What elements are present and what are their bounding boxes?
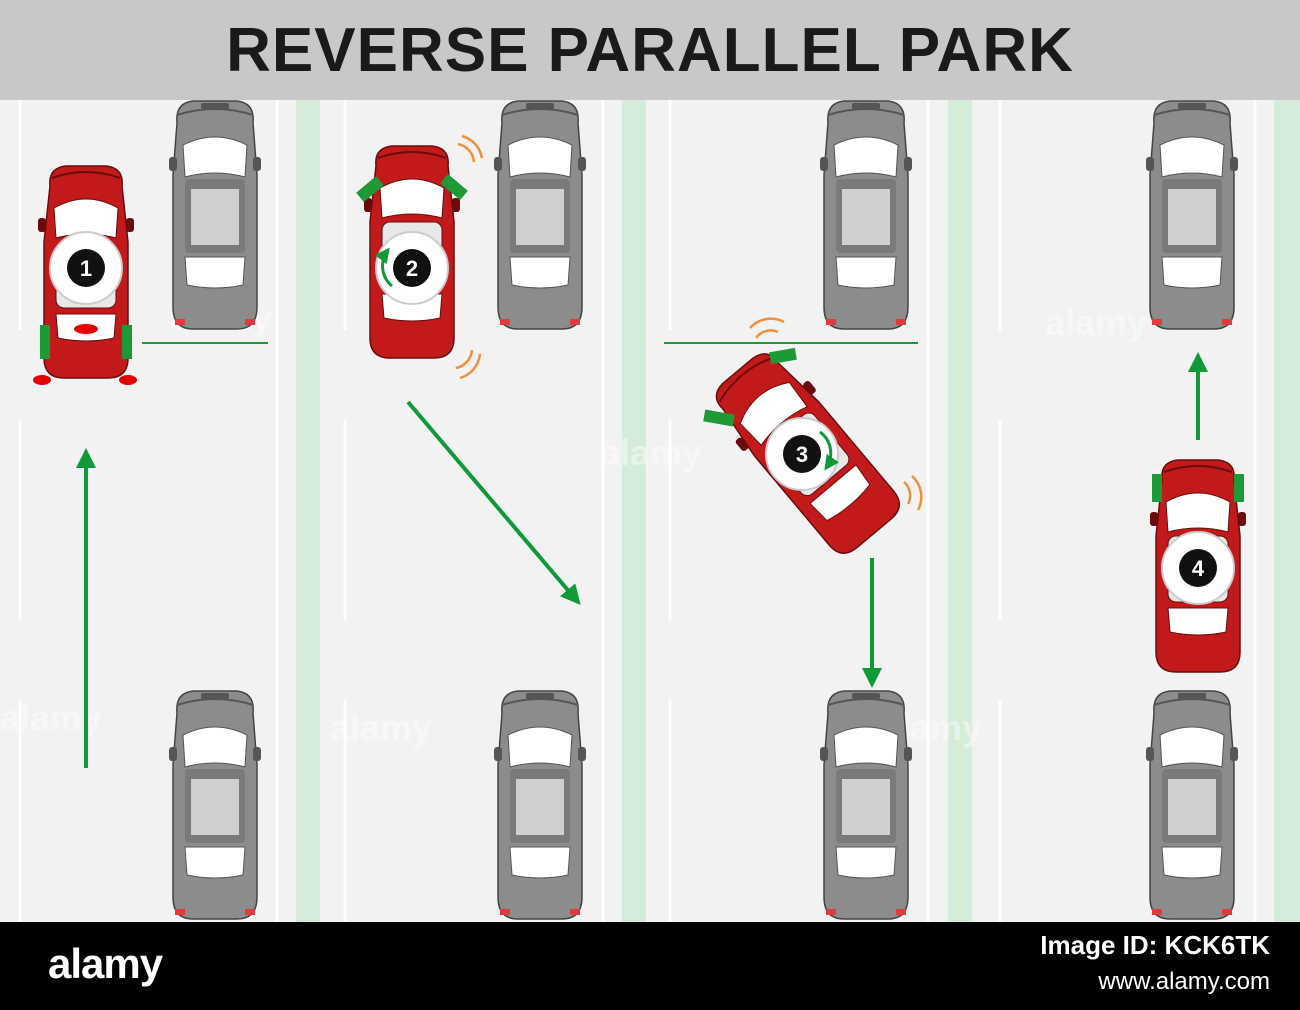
parked-car: [819, 100, 913, 330]
parked-car: [1145, 690, 1239, 920]
step-4: 4: [1149, 352, 1247, 673]
header-bar: REVERSE PARALLEL PARK: [0, 0, 1300, 100]
steering-arrow-icon: [819, 430, 840, 471]
signal-icon: [903, 475, 923, 511]
parked-car: [493, 100, 587, 330]
reverse-light: [74, 324, 98, 334]
parked-car: [819, 690, 913, 920]
page-title: REVERSE PARALLEL PARK: [226, 16, 1074, 85]
site-url: www.alamy.com: [1098, 968, 1270, 995]
parked-car: [168, 100, 262, 330]
parked-car: [1145, 100, 1239, 330]
image-id-label: Image ID: KCK6TK: [1040, 930, 1270, 960]
step-number: 2: [406, 256, 418, 281]
reverse-light: [119, 375, 137, 385]
green-marker: [356, 176, 384, 202]
green-marker: [122, 325, 132, 359]
signal-icon: [457, 134, 484, 163]
svg-text:alamy: alamy: [330, 707, 432, 748]
green-marker: [769, 347, 797, 365]
lane-stripe: [622, 100, 646, 922]
step-number-circle: [783, 435, 821, 473]
parked-car: [493, 690, 587, 920]
reverse-light: [33, 375, 51, 385]
lane-stripe: [1274, 100, 1300, 922]
green-marker: [1234, 474, 1244, 502]
green-marker: [440, 174, 468, 200]
parking-diagram: alamy alamy alamy alamy alamy alamy 1: [0, 100, 1300, 922]
parked-cars: [168, 100, 1239, 920]
step-number: 3: [796, 442, 808, 467]
parked-car: [168, 690, 262, 920]
diagram-stage: alamy alamy alamy alamy alamy alamy 1: [0, 100, 1300, 922]
svg-text:alamy: alamy: [600, 432, 702, 473]
steering-arrow-icon: [374, 247, 394, 288]
lane-stripe: [296, 100, 320, 922]
lane-stripe: [948, 100, 972, 922]
step-number-circle: [1179, 549, 1217, 587]
step-number: 4: [1192, 556, 1205, 581]
step-number: 1: [80, 256, 92, 281]
signal-icon: [455, 349, 482, 380]
lane-dashes: [18, 100, 1257, 922]
footer-bar: alamy Image ID: KCK6TK www.alamy.com: [0, 922, 1300, 1010]
step-number-circle: [67, 249, 105, 287]
step-1: 1: [33, 165, 137, 768]
step-number-circle: [393, 249, 431, 287]
step-2: 2: [356, 134, 581, 606]
brand-logo: alamy: [48, 940, 163, 987]
green-marker: [1152, 474, 1162, 502]
svg-text:alamy: alamy: [1045, 302, 1147, 343]
watermarks: alamy alamy alamy alamy alamy alamy: [0, 297, 1147, 748]
green-marker: [40, 325, 50, 359]
reverse-diagonal-arrow: [406, 400, 581, 606]
signal-icon: [749, 317, 785, 339]
green-marker: [703, 409, 735, 427]
step-3: 3: [700, 317, 923, 688]
